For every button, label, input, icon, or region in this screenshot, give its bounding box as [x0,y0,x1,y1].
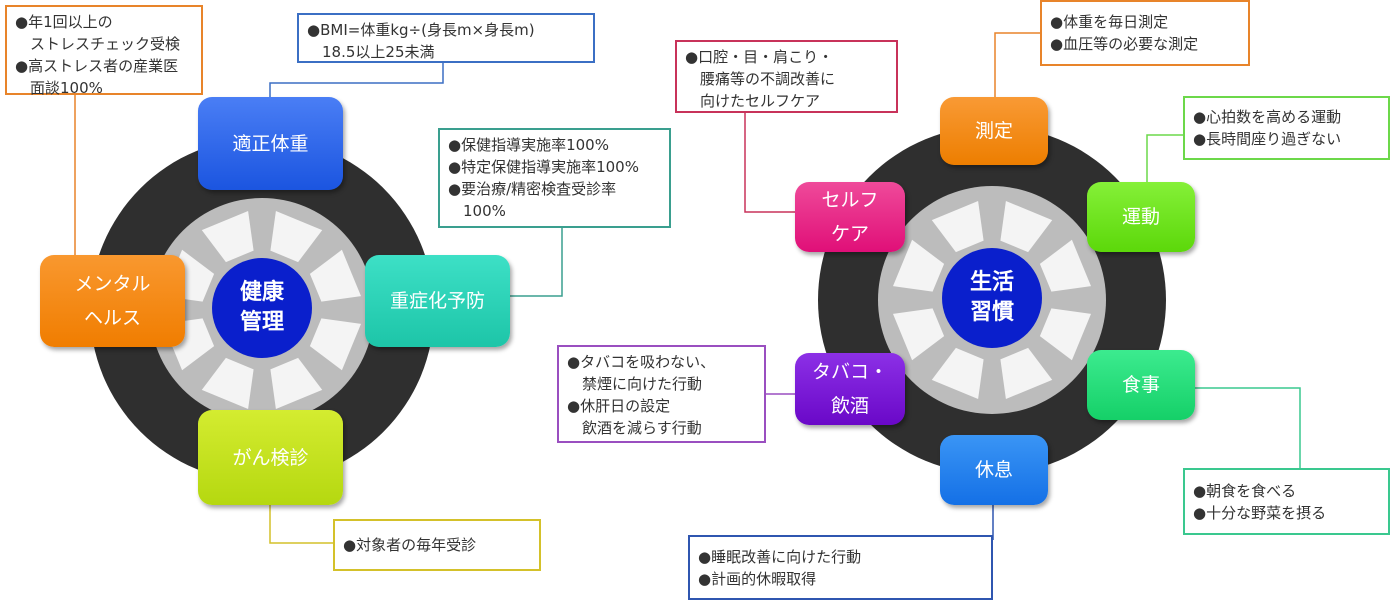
wheel-window [893,239,945,292]
tile-mental-health[interactable]: メンタル ヘルス [40,255,185,347]
callout-proper-weight: ●BMI=体重kg÷(身長m×身長m) 18.5以上25未満 [297,13,595,63]
tile-self-care[interactable]: セルフ ケア [795,182,905,252]
callout-mental-health: ●年1回以上の ストレスチェック受検 ●高ストレス者の産業医 面談100% [5,5,203,97]
wheel-window [270,211,323,263]
hub-health-management: 健康 管理 [212,258,312,358]
callout-cancer-screening: ●対象者の毎年受診 [333,519,541,571]
wheel-window [1000,347,1053,399]
callout-severity-prevention: ●保健指導実施率100% ●特定保健指導実施率100% ●要治療/精密検査受診率… [438,128,671,228]
tile-diet[interactable]: 食事 [1087,350,1195,420]
tile-severity-prevention[interactable]: 重症化予防 [365,255,510,347]
tile-cancer-screening[interactable]: がん検診 [198,410,343,505]
wheel-window [1039,308,1091,361]
tile-proper-weight[interactable]: 適正体重 [198,97,343,190]
callout-diet: ●朝食を食べる ●十分な野菜を摂る [1183,468,1390,535]
tile-exercise[interactable]: 運動 [1087,182,1195,252]
callout-self-care: ●口腔・目・肩こり・ 腰痛等の不調改善に 向けたセルフケア [675,40,898,113]
tile-rest[interactable]: 休息 [940,435,1048,505]
wheel-window [893,308,945,361]
callout-rest: ●睡眠改善に向けた行動 ●計画的休暇取得 [688,535,993,600]
tile-measurement[interactable]: 測定 [940,97,1048,165]
wheel-window [201,211,254,263]
wheel-window [931,201,984,253]
connector-lines [74,32,1301,544]
hub-lifestyle: 生活 習慣 [942,248,1042,348]
tile-tobacco-alcohol[interactable]: タバコ・ 飲酒 [795,353,905,425]
callout-tobacco-alcohol: ●タバコを吸わない、 禁煙に向けた行動 ●休肝日の設定 飲酒を減らす行動 [557,345,766,443]
wheel-window [201,357,254,409]
callout-exercise: ●心拍数を高める運動 ●長時間座り過ぎない [1183,96,1390,160]
wheel-window [309,249,361,302]
wheel-window [309,318,361,371]
wheel-window [1000,201,1053,253]
callout-measurement: ●体重を毎日測定 ●血圧等の必要な測定 [1040,0,1250,66]
wheel-window [1039,239,1091,292]
wheel-window [931,347,984,399]
wheel-window [270,357,323,409]
